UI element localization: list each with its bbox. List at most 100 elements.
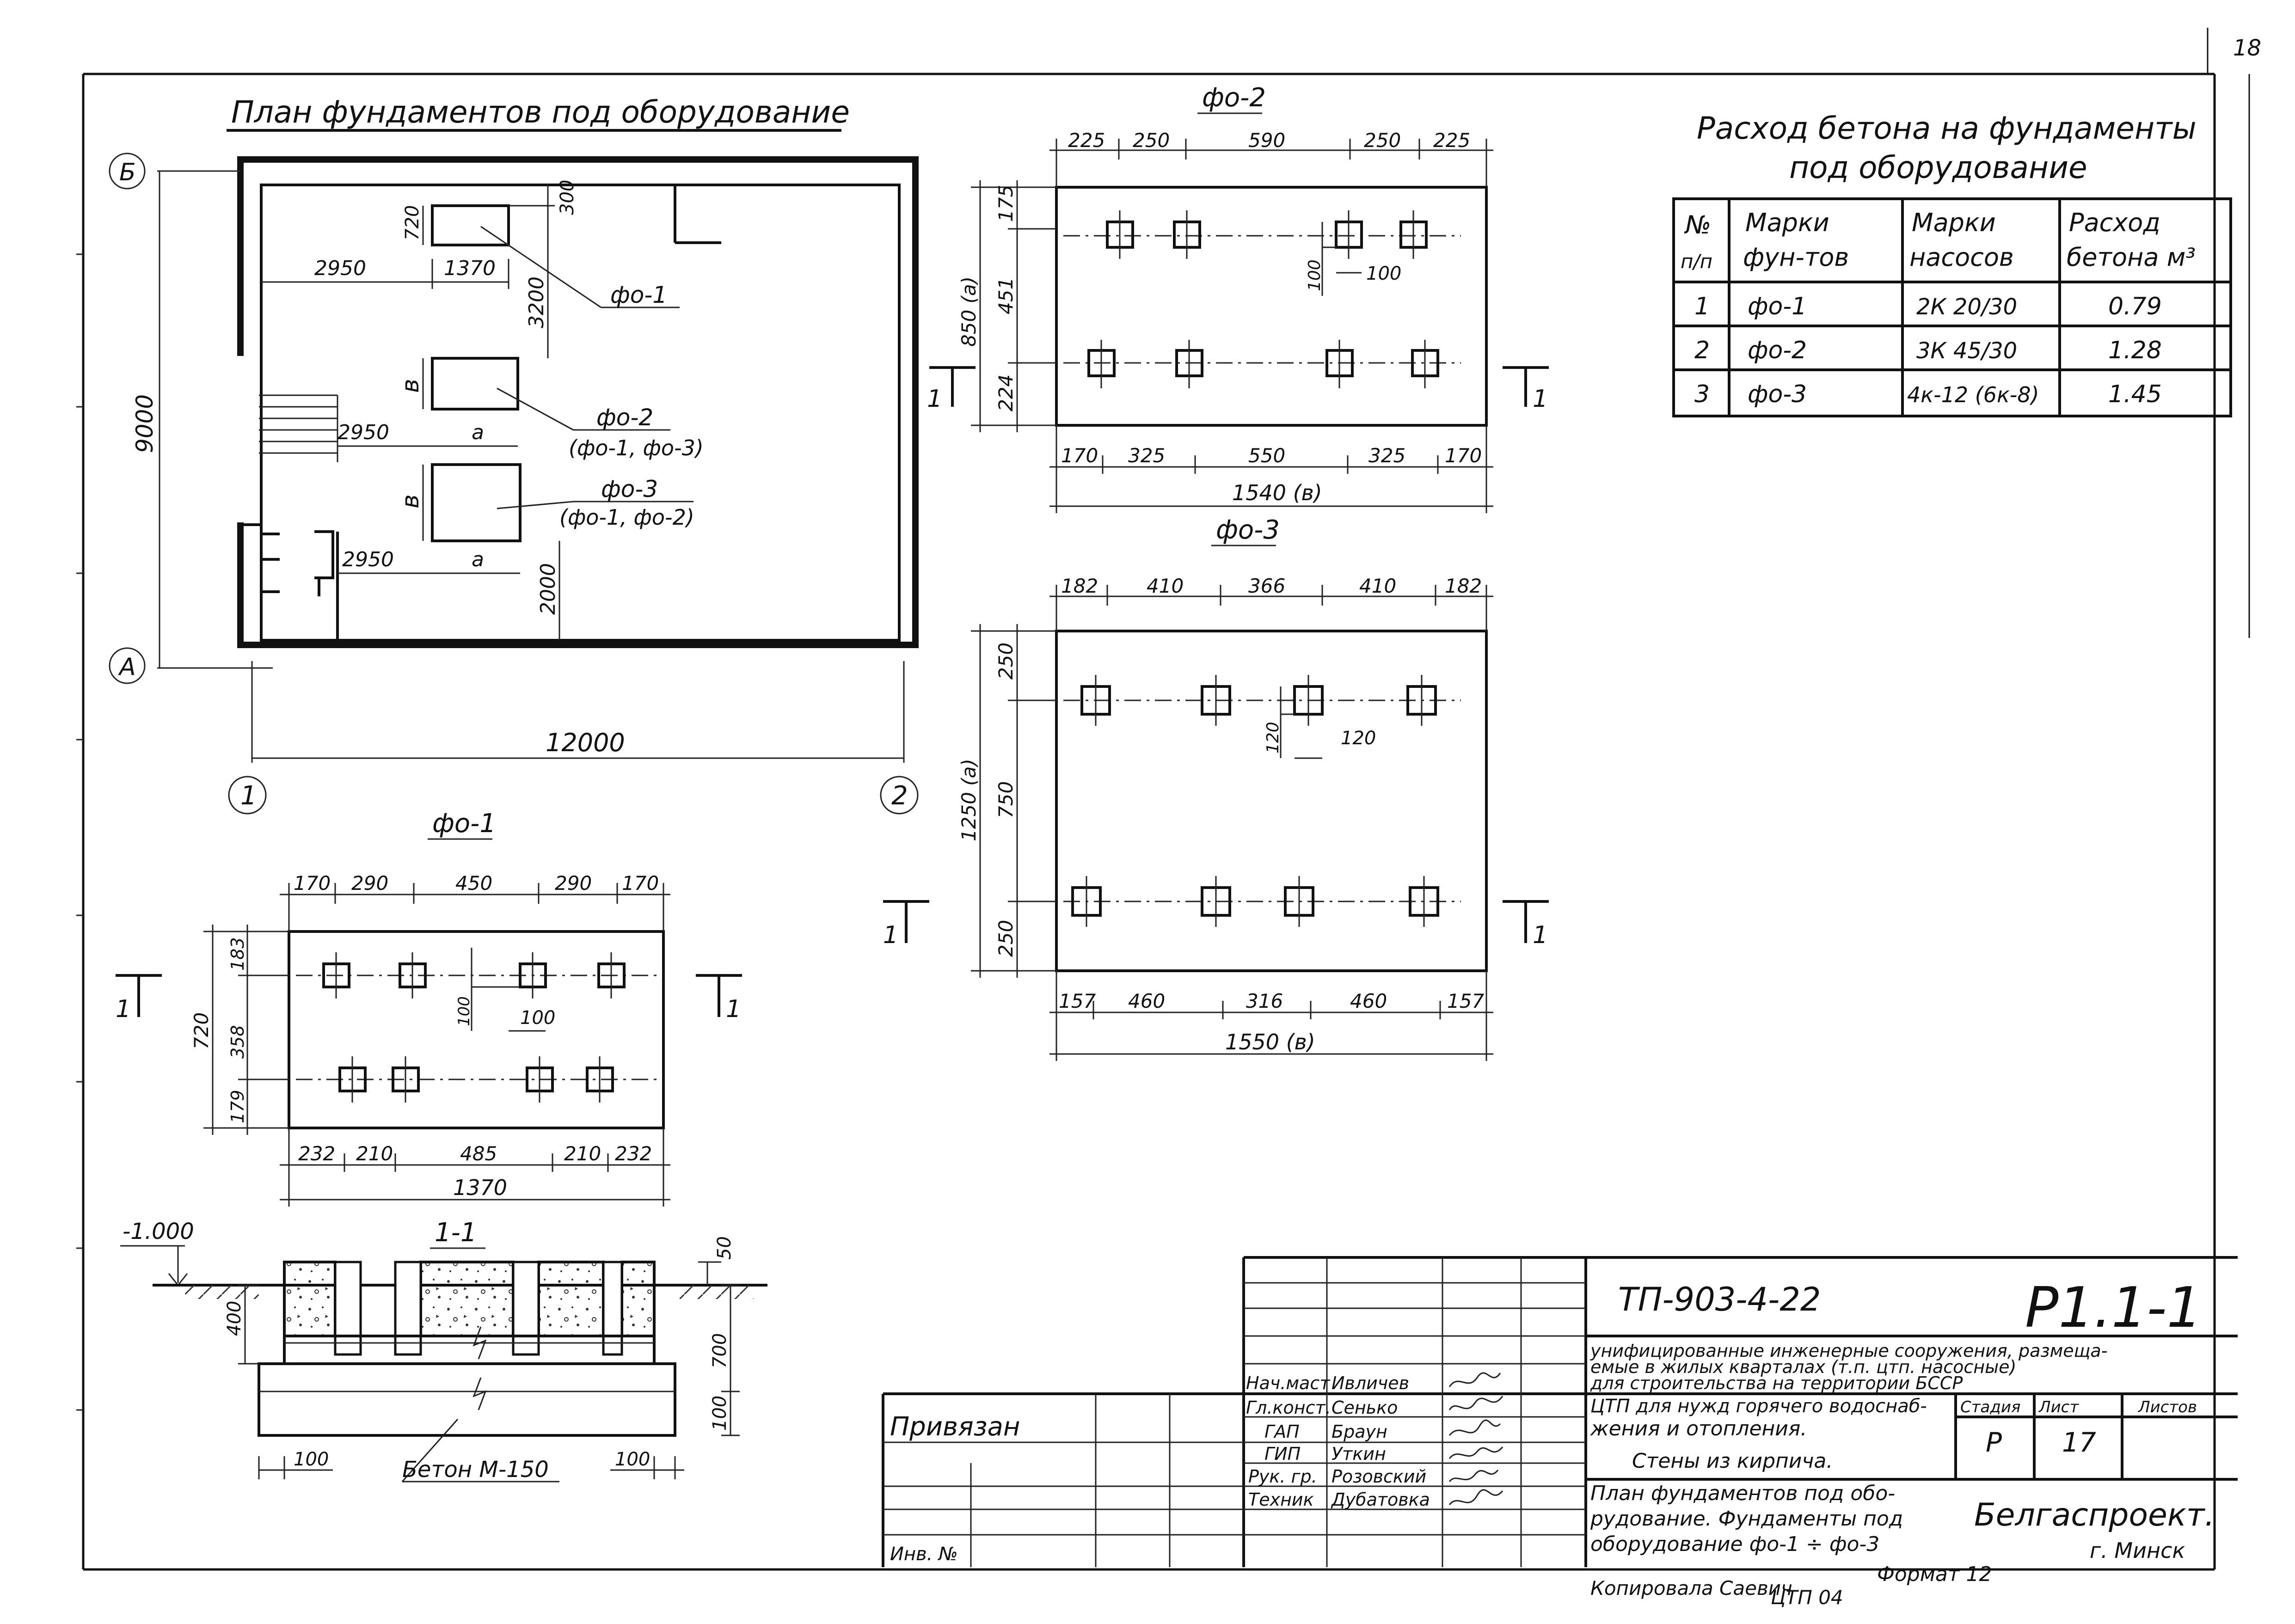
table-cell: 1.28 bbox=[2108, 337, 2162, 364]
fo1-left-dim: 183 bbox=[227, 937, 248, 971]
fo3-bottom-dim: 316 bbox=[1246, 990, 1283, 1012]
fo1-left-total: 720 bbox=[190, 1012, 213, 1049]
table-header: № bbox=[1684, 210, 1711, 239]
role-label: Гл.конст. bbox=[1246, 1397, 1331, 1418]
plan-dim-2950-2: 2950 bbox=[338, 421, 389, 444]
section-title: 1-1 bbox=[435, 1218, 477, 1248]
plan-dim-1370: 1370 bbox=[444, 257, 496, 280]
role-label: ГАП bbox=[1264, 1422, 1300, 1442]
fo1-left-dim: 358 bbox=[227, 1025, 248, 1059]
person-name: Уткин bbox=[1332, 1444, 1386, 1464]
table-cell: 2К 20/30 bbox=[1916, 294, 2017, 320]
fo2-title: фо-2 bbox=[1202, 83, 1266, 113]
table-header: фун-тов bbox=[1743, 243, 1849, 272]
plan-foundation-fo2 bbox=[431, 357, 519, 411]
fo3-left-total: 1250 (а) bbox=[957, 759, 980, 841]
city: г. Минск bbox=[2090, 1538, 2185, 1563]
object-line: жения и отопления. bbox=[1590, 1417, 1807, 1440]
person-name: Браун bbox=[1332, 1422, 1387, 1442]
table-cell: фо-1 bbox=[1748, 293, 1807, 320]
fo1-bottom-dim: 210 bbox=[356, 1142, 393, 1165]
plan-label-fo2-sub: (фо-1, фо-3) bbox=[569, 435, 704, 460]
fo1-bottom-dim: 210 bbox=[564, 1142, 601, 1165]
project-line: емые в жилых кварталах (т.п. цтп. насосн… bbox=[1590, 1357, 2016, 1377]
foundation-plan: План фундаментов под оборудование bbox=[109, 94, 919, 815]
fo3-bottom-total: 1550 (в) bbox=[1225, 1030, 1315, 1054]
fo3-bottom-dim: 157 bbox=[1447, 990, 1484, 1012]
table-header: насосов bbox=[1909, 243, 2014, 272]
plan-label-fo3: фо-3 bbox=[601, 476, 658, 503]
plan-label-fo1: фо-1 bbox=[610, 282, 667, 308]
fo2-top-dim: 590 bbox=[1248, 129, 1285, 152]
plan-dim-300: 300 bbox=[557, 180, 578, 215]
table-title-2: под оборудование bbox=[1789, 150, 2087, 185]
organization: Белгаспроект. bbox=[1974, 1497, 2215, 1533]
fo1-bottom-dim: 232 bbox=[615, 1142, 652, 1165]
fo2-left-dim: 224 bbox=[994, 374, 1017, 411]
plan-foundation-fo3 bbox=[431, 463, 522, 542]
fo2-bottom-dim: 170 bbox=[1061, 444, 1098, 467]
fo1-outline bbox=[288, 930, 665, 1129]
fo1-anchor-holes bbox=[322, 962, 626, 1092]
drawing-line: оборудование фо-1 ÷ фо-3 bbox=[1590, 1532, 1879, 1556]
plan-dim-a-1: а bbox=[472, 421, 484, 444]
fo2-top-dim: 250 bbox=[1364, 129, 1401, 152]
fo2-cut-label: 1 bbox=[1533, 385, 1548, 413]
plan-dim-v-1: в bbox=[397, 379, 424, 393]
section-dim-100-right: 100 bbox=[709, 1396, 730, 1431]
drawing-line: рудование. Фундаменты под bbox=[1590, 1507, 1903, 1531]
table-title-1: Расход бетона на фундаменты bbox=[1697, 110, 2197, 146]
section-footing bbox=[258, 1362, 676, 1437]
footer-format: Формат 12 bbox=[1877, 1563, 1992, 1586]
table-header: п/п bbox=[1681, 250, 1712, 273]
table-row: 2 фо-2 3К 45/30 1.28 bbox=[1694, 337, 2162, 364]
plan-door bbox=[240, 523, 339, 640]
fo1-bottom-dim: 485 bbox=[460, 1142, 497, 1165]
table-cell: 0.79 bbox=[2108, 293, 2162, 320]
table-cell: 4к-12 (6к-8) bbox=[1907, 382, 2039, 407]
table-row: 1 фо-1 2К 20/30 0.79 bbox=[1694, 293, 2162, 320]
fo3-bottom-dim: 157 bbox=[1059, 990, 1096, 1012]
fo1-left-dim: 179 bbox=[227, 1090, 248, 1123]
table-header: Марки bbox=[1745, 208, 1829, 237]
sheets-label: Листов bbox=[2137, 1398, 2197, 1416]
page-number: 18 bbox=[2233, 35, 2261, 61]
fo3-bottom-dim: 460 bbox=[1350, 990, 1387, 1012]
fo3-outline bbox=[1055, 630, 1488, 972]
stage-label: Стадия bbox=[1960, 1398, 2020, 1416]
drawing-line: План фундаментов под обо- bbox=[1590, 1482, 1895, 1505]
fo3-section-marks bbox=[883, 900, 1549, 943]
fo1-cut-label: 1 bbox=[726, 995, 741, 1023]
fo2-bottom-dim: 325 bbox=[1128, 444, 1165, 467]
role-label: Нач.маст bbox=[1246, 1373, 1331, 1393]
concrete-consumption-table: Расход бетона на фундаменты под оборудов… bbox=[1672, 110, 2232, 417]
signatures bbox=[1448, 1372, 1503, 1506]
footer-org-short: ЦТП 04 bbox=[1771, 1586, 1843, 1609]
table-header: бетона м³ bbox=[2067, 243, 2196, 272]
table-row: 3 фо-3 4к-12 (6к-8) 1.45 bbox=[1694, 380, 2162, 408]
fo2-left-dim: 175 bbox=[994, 185, 1017, 222]
axis-bubble-1 bbox=[228, 776, 267, 815]
fo2-bottom-dim: 170 bbox=[1445, 444, 1482, 467]
fo2-outline bbox=[1055, 186, 1488, 427]
section-dim-700: 700 bbox=[709, 1333, 730, 1368]
table-cell: 3 bbox=[1694, 380, 1710, 408]
fo3-left-dim: 250 bbox=[994, 920, 1017, 957]
fo1-top-dim: 170 bbox=[294, 872, 331, 895]
fo3-anchor-holes bbox=[1071, 685, 1439, 917]
table-header: Марки bbox=[1912, 208, 1996, 237]
stairs bbox=[259, 394, 338, 462]
role-label: Рук. гр. bbox=[1248, 1466, 1317, 1487]
sheet-label: Лист bbox=[2038, 1398, 2079, 1416]
role-label: Техник bbox=[1248, 1489, 1314, 1510]
plan-dim-3200: 3200 bbox=[525, 276, 548, 328]
table-cell: 2 bbox=[1694, 337, 1710, 364]
fo2-bottom-dim: 550 bbox=[1248, 444, 1285, 467]
fo2-bottom-dim: 325 bbox=[1368, 444, 1405, 467]
plan-label-fo3-sub: (фо-1, фо-2) bbox=[559, 505, 694, 530]
plan-dim-v-2: в bbox=[397, 494, 424, 509]
axis-label-2: 2 bbox=[891, 781, 908, 811]
axis-label-1: 1 bbox=[240, 781, 257, 811]
table-cell: 3К 45/30 bbox=[1916, 338, 2017, 364]
